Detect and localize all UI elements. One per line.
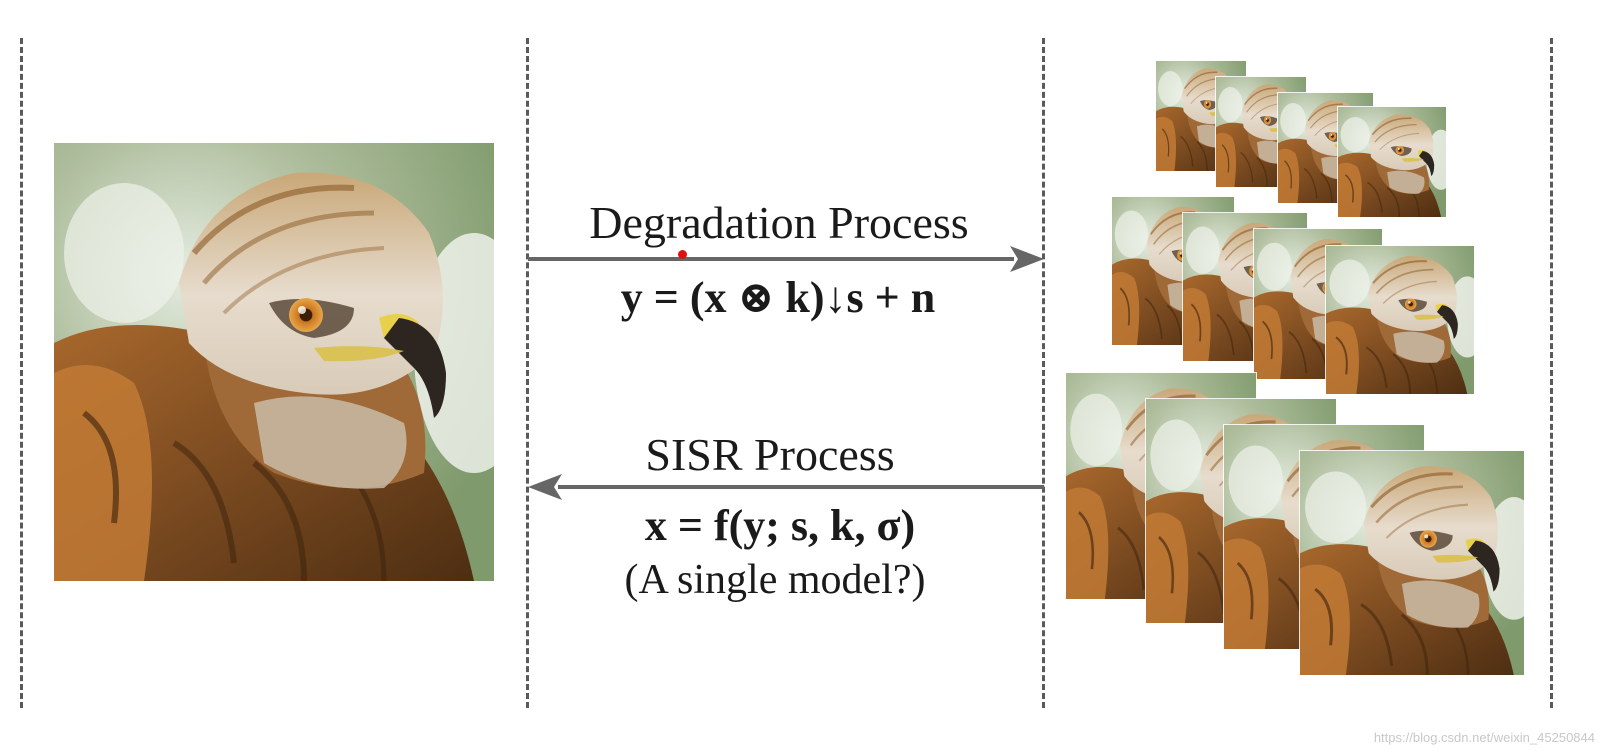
sisr-formula: x = f(y; s, k, σ) [644, 501, 916, 550]
divider-center-right [1042, 38, 1045, 708]
degradation-title: Degradation Process [589, 197, 969, 248]
eagle-photo-icon [1326, 246, 1474, 394]
watermark: https://blog.csdn.net/weixin_45250844 [1373, 730, 1595, 745]
divider-right [1550, 38, 1553, 708]
cursor-marker [678, 250, 687, 259]
degradation-formula: y = (x ⊗ k)↓s + n [620, 273, 936, 322]
divider-left [20, 38, 23, 708]
lr-eagle-image [1326, 246, 1474, 394]
hr-eagle-image [54, 143, 494, 581]
degradation-arrow [528, 246, 1044, 272]
eagle-photo-icon [1338, 107, 1446, 217]
divider-center-left [526, 38, 529, 708]
sisr-arrow [528, 474, 1044, 500]
sisr-title: SISR Process [645, 429, 895, 480]
eagle-photo-icon [54, 143, 494, 581]
eagle-photo-icon [1300, 451, 1524, 675]
lr-eagle-image [1338, 107, 1446, 217]
sisr-question: (A single model?) [624, 557, 926, 603]
lr-eagle-image [1300, 451, 1524, 675]
